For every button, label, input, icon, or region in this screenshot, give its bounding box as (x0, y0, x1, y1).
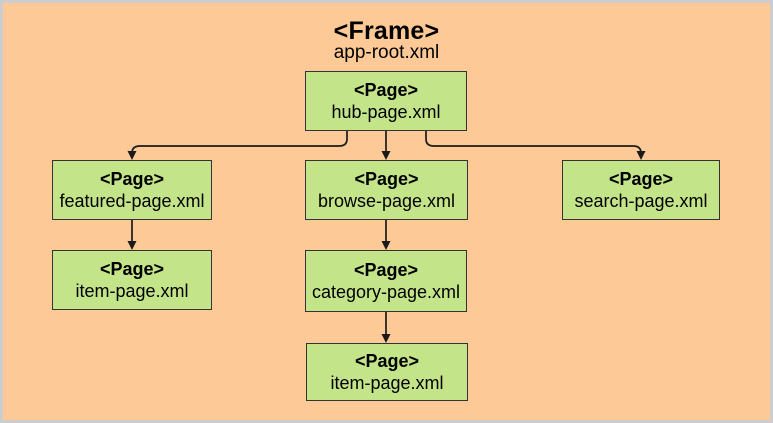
connector-line (131, 131, 348, 154)
node-hub-page: <Page> hub-page.xml (305, 71, 467, 131)
connector-arrowhead (127, 241, 137, 250)
node-browse-page: <Page> browse-page.xml (305, 160, 468, 220)
node-tag: <Page> (353, 260, 419, 280)
frame-file: app-root.xml (333, 42, 440, 63)
node-tag: <Page> (353, 80, 419, 100)
node-item-page-center: <Page> item-page.xml (306, 343, 468, 401)
node-file: featured-page.xml (59, 191, 205, 211)
connector-arrowhead (381, 151, 391, 160)
node-file: browse-page.xml (317, 191, 456, 211)
node-file: category-page.xml (311, 282, 461, 302)
connector-arrowhead (127, 151, 137, 160)
node-tag: <Page> (354, 351, 420, 371)
node-item-page-left: <Page> item-page.xml (52, 250, 212, 310)
node-tag: <Page> (99, 259, 165, 279)
frame-title: <Frame> (333, 17, 440, 45)
node-featured-page: <Page> featured-page.xml (52, 160, 212, 220)
node-file: hub-page.xml (331, 102, 441, 122)
node-tag: <Page> (354, 169, 419, 189)
node-file: search-page.xml (574, 191, 708, 211)
node-category-page: <Page> category-page.xml (305, 250, 467, 312)
node-search-page: <Page> search-page.xml (562, 160, 720, 220)
node-tag: <Page> (608, 169, 674, 189)
connector-arrowhead (636, 151, 646, 160)
connector-arrowhead (381, 241, 391, 250)
node-tag: <Page> (99, 169, 165, 189)
connector-arrowhead (381, 334, 391, 343)
connector-line (425, 131, 642, 154)
node-file: item-page.xml (330, 373, 444, 393)
node-file: item-page.xml (75, 281, 189, 301)
